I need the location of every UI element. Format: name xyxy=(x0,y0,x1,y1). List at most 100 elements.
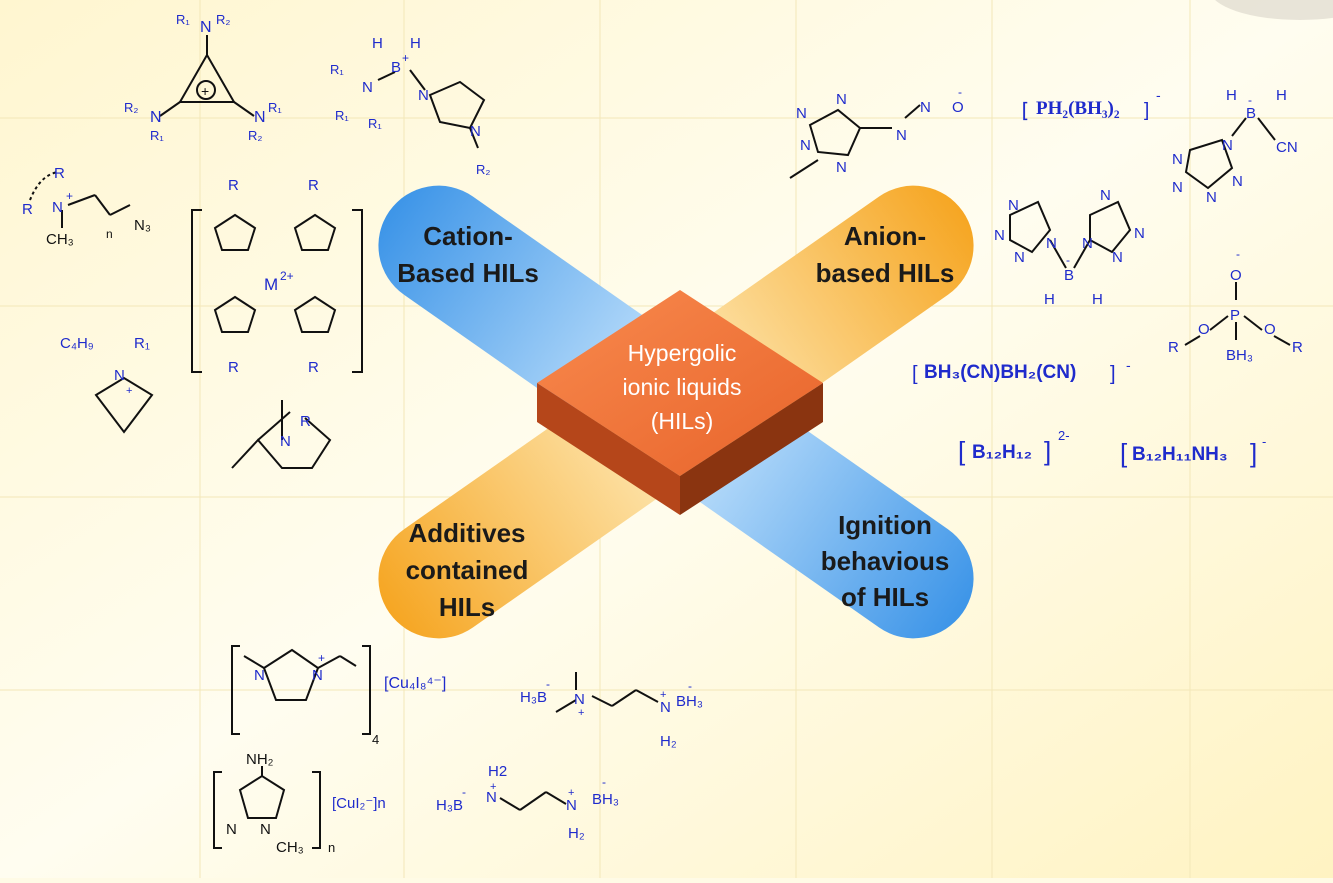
svg-text:N: N xyxy=(200,19,212,36)
center-title-line1: Hypergolic xyxy=(628,340,737,366)
svg-text:N: N xyxy=(254,109,266,126)
diamine-borane-top-labels: H₃B- N+ N+ BH₃- H₂ xyxy=(520,677,703,750)
svg-text:N: N xyxy=(312,667,323,684)
additives-label-line1: Additives xyxy=(408,518,525,548)
svg-text:BH₃: BH₃ xyxy=(1226,347,1253,364)
svg-text:R₁: R₁ xyxy=(134,335,150,352)
svg-text:R₂: R₂ xyxy=(124,100,138,115)
quinuclidinium-labels: N R xyxy=(280,413,311,450)
svg-text:+: + xyxy=(402,51,409,65)
svg-text:R₁: R₁ xyxy=(335,108,349,123)
svg-text:]: ] xyxy=(1044,436,1051,466)
svg-text:R: R xyxy=(1168,339,1179,356)
svg-text:N: N xyxy=(1232,173,1243,190)
svg-text:N: N xyxy=(800,137,811,154)
svg-text:N: N xyxy=(470,123,481,140)
svg-text:BH₃: BH₃ xyxy=(592,791,619,808)
svg-text:C₄H₉: C₄H₉ xyxy=(60,335,94,352)
ignition-label-line3: of HILs xyxy=(841,582,929,612)
cu4i8-subscript: 4 xyxy=(372,732,379,747)
b12h11nh3-formula: [ B₁₂H₁₁NH₃ ] - xyxy=(1120,434,1266,468)
svg-text:N: N xyxy=(566,797,577,814)
azetidinium-structure xyxy=(94,376,154,434)
svg-text:H: H xyxy=(1276,87,1287,104)
svg-text:H₃B: H₃B xyxy=(520,689,547,706)
svg-text:H: H xyxy=(1044,291,1055,308)
svg-text:N: N xyxy=(1134,225,1145,242)
svg-text:[: [ xyxy=(912,363,918,385)
svg-text:R₁: R₁ xyxy=(150,128,164,143)
svg-text:+: + xyxy=(578,707,584,719)
svg-text:N: N xyxy=(362,79,373,96)
ph2bh3-charge: - xyxy=(1156,87,1161,103)
svg-text:]: ] xyxy=(1250,438,1257,468)
borane-imidazolium-structure xyxy=(377,69,486,149)
bh3cn-formula: [ BH₃(CN)BH₂(CN) ] - xyxy=(912,357,1131,385)
svg-text:2+: 2+ xyxy=(280,269,294,283)
svg-text:+: + xyxy=(201,83,209,99)
center-title-line2: ionic liquids xyxy=(623,374,742,400)
svg-text:N: N xyxy=(836,159,847,176)
diamine-borane-top-structure xyxy=(555,672,659,713)
svg-text:n: n xyxy=(106,227,113,241)
svg-text:H: H xyxy=(410,35,421,52)
svg-text:B: B xyxy=(1246,105,1256,122)
imidazolium-copper-structure xyxy=(231,645,371,735)
svg-text:R: R xyxy=(22,201,33,218)
bh3cn-text: BH₃(CN)BH₂(CN) xyxy=(924,362,1076,383)
svg-text:N: N xyxy=(280,433,291,450)
ph2bh3-formula: [ PH₂(BH₃)₂ ] - xyxy=(1022,87,1161,121)
svg-text:-: - xyxy=(602,775,606,789)
center-title-line3: (HILs) xyxy=(651,408,714,434)
svg-text:H2: H2 xyxy=(488,763,507,780)
svg-text:N: N xyxy=(1206,189,1217,206)
azido-ammonium-labels: R R N+ CH₃ n N₃ xyxy=(22,165,151,248)
metal-imidazole-complex xyxy=(191,209,363,373)
svg-text:N: N xyxy=(1014,249,1025,266)
svg-text:-: - xyxy=(958,85,962,99)
svg-text:N: N xyxy=(114,367,125,384)
svg-text:-: - xyxy=(688,679,692,693)
svg-text:H: H xyxy=(372,35,383,52)
tetrazole-borane-cn-structure xyxy=(1184,117,1276,190)
svg-text:+: + xyxy=(660,689,666,701)
svg-text:N: N xyxy=(260,821,271,838)
svg-text:+: + xyxy=(66,189,73,203)
svg-text:R₁: R₁ xyxy=(330,62,344,77)
cation-label-line1: Cation- xyxy=(423,221,513,251)
tetrazole-azo-structure xyxy=(789,104,921,179)
svg-text:N: N xyxy=(1046,235,1057,252)
svg-text:N: N xyxy=(226,821,237,838)
corner-shadow xyxy=(1215,0,1333,20)
svg-text:N: N xyxy=(1082,235,1093,252)
svg-text:-: - xyxy=(1236,247,1240,261)
svg-text:B: B xyxy=(391,59,401,76)
svg-text:[: [ xyxy=(958,436,966,466)
svg-text:N: N xyxy=(836,91,847,108)
svg-text:R: R xyxy=(300,413,311,430)
cu4i8-text: [Cu₄I₈⁴⁻] xyxy=(384,675,446,692)
svg-text:N: N xyxy=(896,127,907,144)
svg-text:O: O xyxy=(1198,321,1210,338)
aminopyrazole-copper-structure xyxy=(213,766,321,849)
bh3cn-charge: - xyxy=(1126,357,1131,373)
additives-label-line3: HILs xyxy=(439,592,495,622)
svg-text:O: O xyxy=(952,99,964,116)
ph2bh3-text: PH₂(BH₃)₂ xyxy=(1036,98,1120,119)
cui2-text: [CuI₂⁻]n xyxy=(332,795,386,812)
svg-text:N: N xyxy=(1008,197,1019,214)
svg-text:NH₂: NH₂ xyxy=(246,751,274,768)
svg-text:-: - xyxy=(1248,93,1252,107)
cyclopropenium-structure xyxy=(159,35,255,117)
svg-text:N: N xyxy=(418,87,429,104)
svg-text:R: R xyxy=(1292,339,1303,356)
svg-text:M: M xyxy=(264,275,278,294)
svg-text:O: O xyxy=(1264,321,1276,338)
diamine-borane-bottom-labels: H2 H₃B- N+ N+ BH₃- H₂ xyxy=(436,763,619,842)
